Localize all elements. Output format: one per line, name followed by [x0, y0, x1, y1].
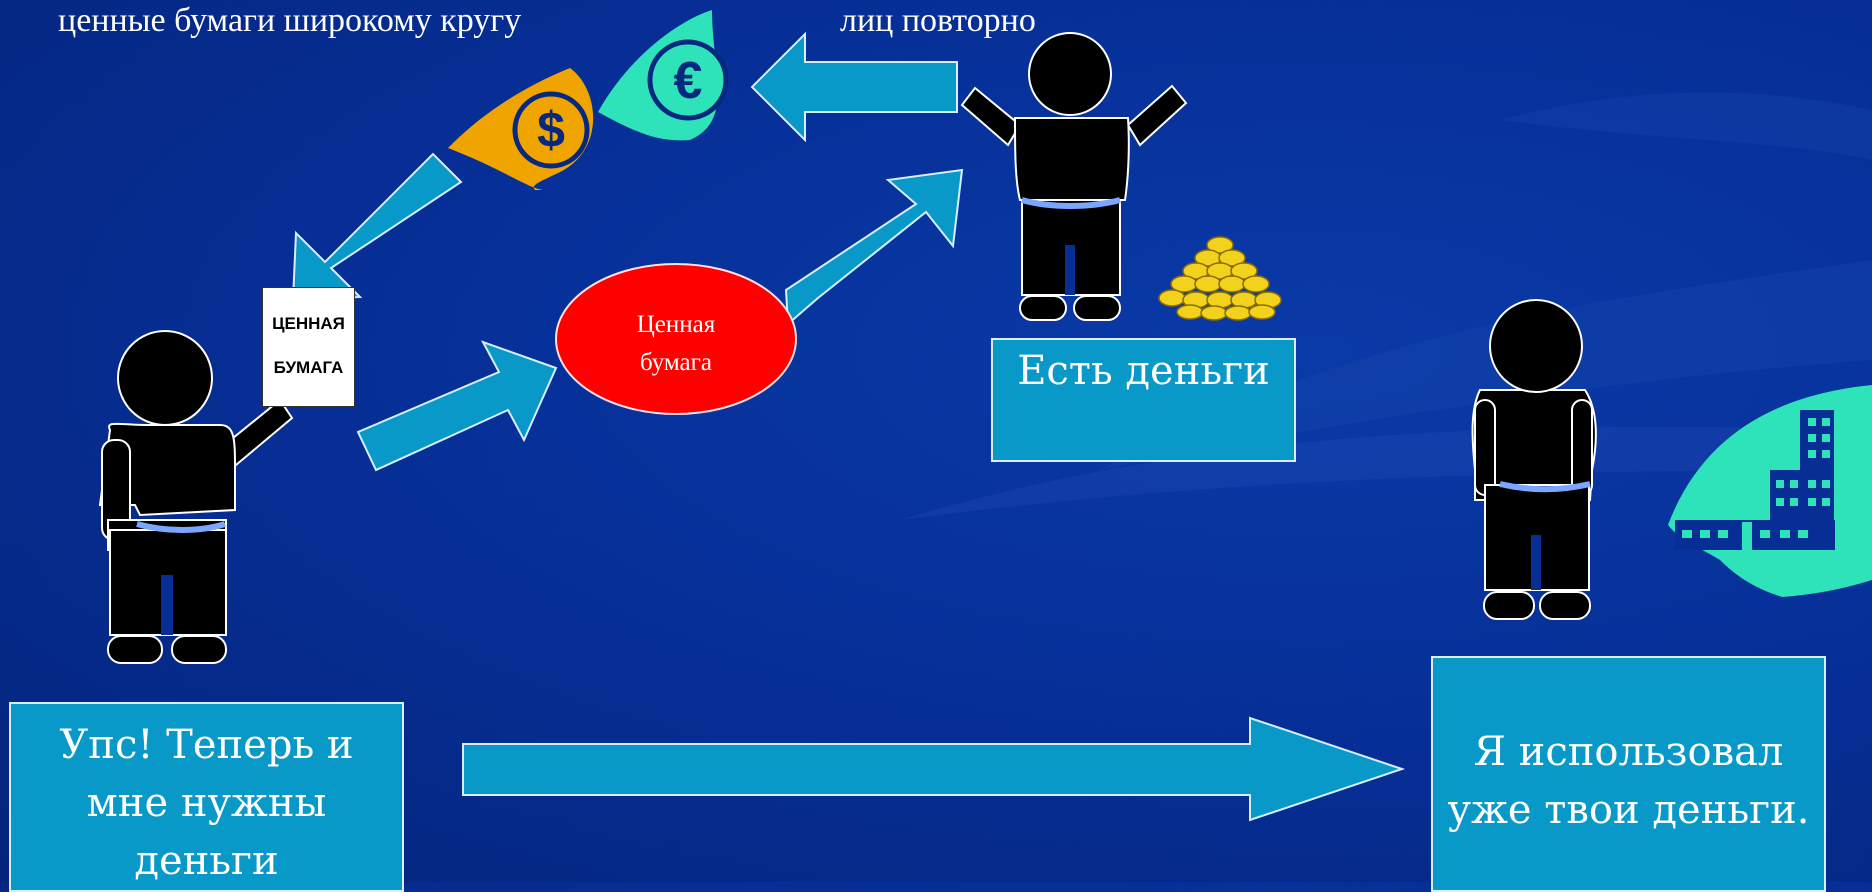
ellipse-label-line2: бумага: [639, 349, 713, 376]
paper-line2: БУМАГА: [273, 358, 344, 377]
arrow-to-rich-person: [784, 168, 964, 327]
dollar-hand-icon: [448, 68, 594, 190]
euro-icon: €: [674, 52, 703, 110]
oops-line2: мне нужны: [86, 780, 327, 826]
rich-person-icon: [960, 32, 1188, 321]
person1-leg-gap: [161, 575, 173, 635]
security-ellipse: [555, 263, 797, 415]
top-text-left: ценные бумаги широкому кругу: [58, 2, 522, 39]
paper-line1: ЦЕННАЯ: [272, 314, 345, 333]
oops-line3: деньги: [134, 838, 279, 884]
arrow-left-top: [750, 31, 958, 143]
arrow-bottom-right: [462, 716, 1406, 822]
has-money-label: Есть деньги: [1017, 348, 1270, 394]
oops-line1: Упс! Теперь и: [59, 722, 354, 768]
ellipse-label: Ценная бумага: [556, 306, 796, 382]
ellipse-label-line1: Ценная: [636, 311, 716, 338]
has-money-box: Есть деньги: [991, 338, 1296, 462]
person2-leg-gap: [1065, 245, 1075, 295]
top-text-right: лиц повторно: [840, 2, 1036, 39]
used-line2: уже твои деньги.: [1447, 787, 1810, 833]
person3-belt: [1499, 481, 1591, 493]
arrow-to-ellipse: [356, 340, 558, 472]
security-paper-sheet: ЦЕННАЯ БУМАГА: [262, 287, 355, 407]
used-line1: Я использовал: [1473, 729, 1784, 775]
person3-leg-gap: [1531, 535, 1541, 590]
oops-box: Упс! Теперь и мне нужны деньги: [9, 702, 404, 892]
person2-belt: [1021, 197, 1121, 209]
coins-pile-icon: [1158, 236, 1282, 321]
arrow-down-left: [291, 152, 463, 302]
person1-belt: [136, 521, 226, 533]
dollar-icon: $: [537, 102, 565, 158]
used-money-box: Я использовал уже твои деньги.: [1431, 656, 1826, 892]
building-hand-icon: [1668, 385, 1872, 597]
euro-hand-icon: [598, 10, 729, 141]
